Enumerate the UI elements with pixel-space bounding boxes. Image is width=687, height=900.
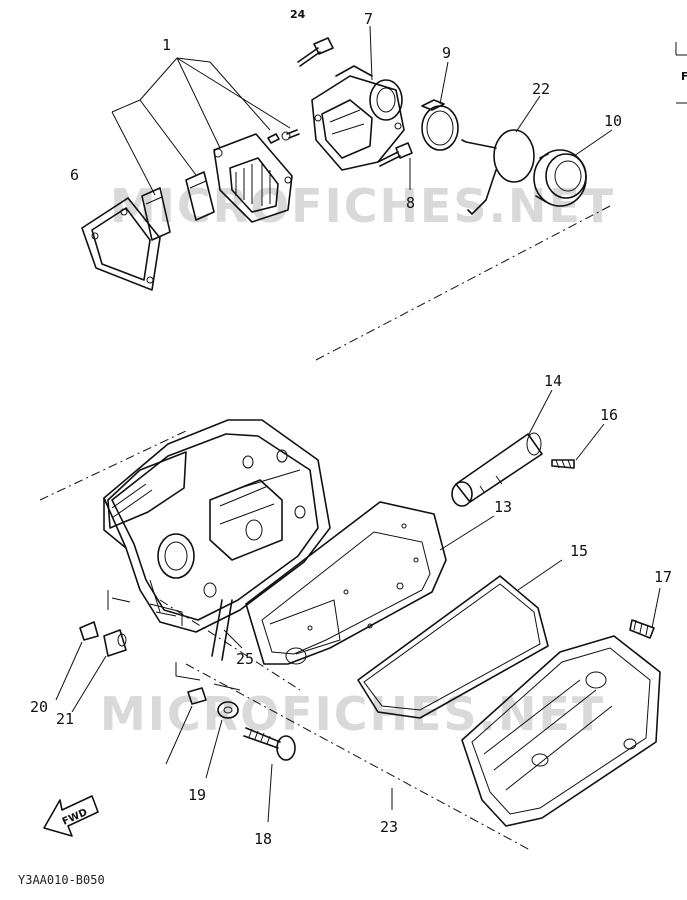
- leader-part-10: [573, 129, 613, 157]
- reed-valve-body: [213, 133, 293, 223]
- figure-code: Y3AA010-B050: [18, 873, 105, 887]
- leader-part-25: [223, 629, 243, 649]
- callout-23: 23: [380, 818, 398, 836]
- callout-18: 18: [254, 830, 272, 848]
- callout-13: 13: [494, 498, 512, 516]
- callout-15: 15: [570, 542, 588, 560]
- screw-part-16: [551, 459, 575, 469]
- hose-part-25: [211, 599, 233, 661]
- tube-part-14: [451, 432, 543, 507]
- callout-14: 14: [544, 372, 562, 390]
- seal-part-15: [357, 575, 549, 719]
- leader-part-1: [111, 57, 291, 196]
- leader-part-13: [439, 515, 495, 551]
- callout-19: 19: [188, 786, 206, 804]
- callout-22: 22: [532, 80, 550, 98]
- callout-1: 1: [162, 36, 171, 54]
- bolt-part-18: [243, 727, 296, 761]
- leader-part-22: [515, 95, 541, 133]
- callout-9: 9: [442, 44, 451, 62]
- leader-part-9: [439, 61, 449, 105]
- bolt-part-24: [297, 37, 334, 67]
- callout-16: 16: [600, 406, 618, 424]
- watermark-bottom: MICROFICHES.NET: [100, 687, 605, 741]
- bolt-part-8: [377, 142, 413, 167]
- spring-wire-part-22: [461, 129, 535, 215]
- callout-17: 17: [654, 568, 672, 586]
- svg-text:F: F: [681, 70, 687, 83]
- screw-part-17: [629, 619, 655, 639]
- reed-petals: [141, 171, 215, 241]
- air-box-housing: [103, 419, 331, 633]
- leader-part-21: [71, 655, 107, 713]
- screws-part-1: [267, 129, 300, 144]
- part-21: [103, 629, 127, 657]
- leader-part-19b: [205, 719, 223, 779]
- callout-8: 8: [406, 194, 415, 212]
- leader-part-14: [527, 389, 553, 437]
- leader-part-17: [651, 587, 661, 629]
- bracket-lines: [107, 590, 241, 691]
- leader-part-19a: [165, 705, 193, 765]
- leader-part-18: [267, 763, 273, 823]
- leader-part-15: [517, 559, 563, 591]
- plate-part-13: [245, 501, 447, 665]
- callout-6: 6: [70, 166, 79, 184]
- leader-part-7: [369, 25, 373, 81]
- leader-part-20: [55, 641, 83, 701]
- leader-part-16: [575, 423, 605, 461]
- callout-25: 25: [236, 650, 254, 668]
- washers-part-19: [187, 687, 239, 719]
- gasket-part-6: [81, 197, 161, 291]
- cover-part-23: [461, 635, 661, 827]
- callout-20: 20: [30, 698, 48, 716]
- callout-24: 24: [290, 8, 306, 21]
- part-20: [79, 621, 99, 641]
- fwd-arrow-icon: FWD: [43, 795, 99, 837]
- joint-part-10: [533, 149, 587, 207]
- manifold-part-7: [311, 65, 405, 171]
- callout-7: 7: [364, 10, 373, 28]
- watermark-top: MICROFICHES.NET: [110, 179, 615, 233]
- callout-21: 21: [56, 710, 74, 728]
- right-edge-fragment: F: [675, 42, 687, 104]
- callout-10: 10: [604, 112, 622, 130]
- clamp-part-9: [421, 99, 459, 151]
